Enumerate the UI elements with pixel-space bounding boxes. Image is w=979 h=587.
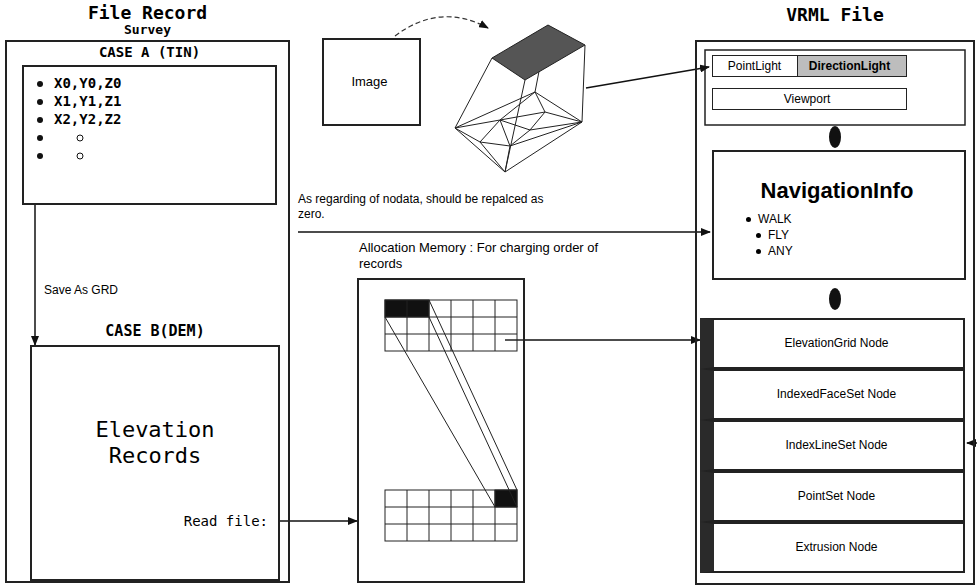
node-text: Elevation Records bbox=[55, 417, 255, 470]
flow-arrow bbox=[34, 205, 36, 345]
vrml-node-box: ElevationGrid Node bbox=[700, 318, 965, 369]
vrml-file-panel: VRML FilePointLightDirectionLightViewpor… bbox=[695, 40, 975, 585]
navigationinfo-box: NavigationInfoWALK FLY ANY bbox=[712, 150, 966, 280]
bullet-dot bbox=[746, 217, 751, 222]
nodata-arrow bbox=[298, 231, 710, 233]
node-text: WALK bbox=[758, 212, 878, 226]
node-title: IndexLineSet Node bbox=[714, 438, 959, 452]
node-title: CASE A (TIN) bbox=[24, 44, 275, 61]
node-title: PointSet Node bbox=[714, 489, 959, 503]
node-title: NavigationInfo bbox=[714, 178, 960, 204]
node-text: FLY bbox=[768, 228, 888, 242]
link-blob bbox=[829, 288, 841, 310]
allocation-memory-box: Allocation Memory : For charging order o… bbox=[357, 278, 525, 583]
memory-grid bbox=[385, 300, 525, 541]
export-arrow bbox=[586, 67, 709, 88]
node-text: X0,Y0,Z0 bbox=[54, 75, 234, 92]
pointlight-box: PointLight bbox=[712, 55, 802, 77]
image-box: Image bbox=[322, 38, 421, 126]
node-title: DirectionLight bbox=[798, 59, 901, 73]
flow-arrow bbox=[280, 520, 357, 522]
drape-arrow bbox=[395, 17, 488, 36]
node-title: CASE B(DEM) bbox=[32, 322, 278, 340]
tin-illustration bbox=[455, 25, 585, 172]
note-text: As regarding of nodata, should be repalc… bbox=[298, 192, 553, 222]
bullet-dot bbox=[756, 233, 761, 238]
flow-arrow bbox=[525, 339, 700, 341]
node-text: ANY bbox=[768, 244, 888, 258]
node-title: Extrusion Node bbox=[714, 540, 959, 554]
vrml-node-box: IndexLineSet Node bbox=[700, 420, 965, 471]
light-group-box bbox=[705, 50, 965, 125]
node-text: Survey bbox=[25, 22, 270, 38]
vrml-node-box: IndexedFaceSet Node bbox=[700, 369, 965, 420]
vrml-node-box: PointSet Node bbox=[700, 471, 965, 522]
dem-record-box: CASE B(DEM)Elevation RecordsRead file: bbox=[30, 345, 280, 581]
node-title: Viewport bbox=[713, 92, 901, 106]
node-title: ElevationGrid Node bbox=[714, 336, 959, 350]
tin-record-box: CASE A (TIN)X0,Y0,Z0X1,Y1,Z1X2,Y2,Z2 bbox=[22, 65, 277, 205]
edge-label: Save As GRD bbox=[42, 283, 120, 297]
node-title: Image bbox=[324, 74, 415, 90]
node-title: IndexedFaceSet Node bbox=[714, 387, 959, 401]
node-title: PointLight bbox=[713, 59, 796, 73]
directionlight-box: DirectionLight bbox=[797, 55, 907, 77]
bullet-dot bbox=[756, 249, 761, 254]
input-arrow bbox=[967, 442, 977, 444]
node-text: X2,Y2,Z2 bbox=[54, 111, 234, 128]
node-title: VRML File bbox=[697, 4, 973, 26]
node-text: X1,Y1,Z1 bbox=[54, 93, 234, 110]
node-title: Allocation Memory : For charging order o… bbox=[359, 240, 599, 272]
viewport-box: Viewport bbox=[712, 88, 907, 110]
node-title: File Record bbox=[25, 2, 270, 24]
file-record-panel: File RecordSurveyCASE A (TIN)X0,Y0,Z0X1,… bbox=[5, 40, 290, 583]
vrml-node-box: Extrusion Node bbox=[700, 522, 965, 573]
node-text: Read file: bbox=[122, 513, 268, 530]
link-blob bbox=[829, 126, 841, 148]
